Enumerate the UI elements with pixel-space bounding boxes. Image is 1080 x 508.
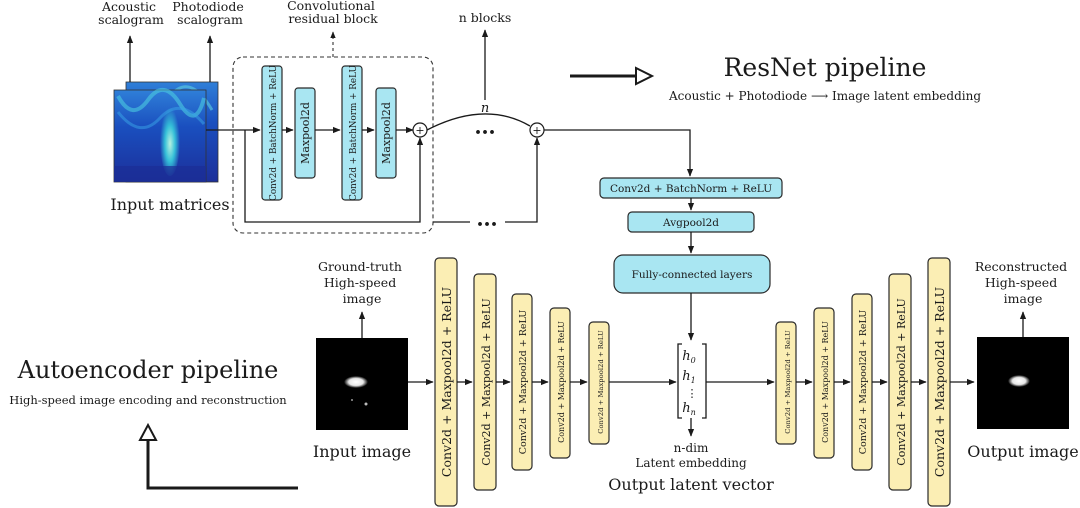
residual-add-node-2: + (529, 122, 545, 138)
svg-text:Conv2d + Maxpool2d + ReLU: Conv2d + Maxpool2d + ReLU (480, 298, 493, 465)
input-matrices-label: Input matrices (110, 195, 229, 214)
svg-text:Maxpool2d: Maxpool2d (380, 102, 393, 164)
decoder-layer-1: Conv2d + Maxpool2d + ReLU (775, 321, 797, 445)
encoder-layer-1: Conv2d + Maxpool2d + ReLU (434, 257, 458, 507)
svg-text:h1: h1 (682, 369, 695, 385)
svg-text:h0: h0 (682, 349, 695, 365)
output-latent-vector-label: Output latent vector (608, 475, 774, 494)
acoustic-scalogram-label: Acoustic scalogram (98, 0, 164, 27)
photodiode-scalogram-label: Photodiode scalogram (172, 0, 247, 27)
residual-pool-block-1: Maxpool2d (294, 87, 316, 179)
residual-conv-block-1: Conv2d + BatchNorm + ReLU (261, 65, 283, 201)
input-high-speed-image (316, 338, 408, 430)
head-fc-block: Fully-connected layers (613, 254, 771, 294)
decoder-layer-2: Conv2d + Maxpool2d + ReLU (813, 307, 835, 459)
svg-text:Conv2d + Maxpool2d + ReLU: Conv2d + Maxpool2d + ReLU (597, 330, 605, 434)
encoder-layer-5: Conv2d + Maxpool2d + ReLU (588, 321, 610, 445)
svg-text:Avgpool2d: Avgpool2d (662, 217, 719, 229)
residual-pool-block-2: Maxpool2d (375, 87, 397, 179)
autoencoder-subtitle: High-speed image encoding and reconstruc… (9, 393, 287, 407)
resnet-subtitle: Acoustic + Photodiode ⟶ Image latent emb… (668, 89, 981, 103)
acoustic-scalogram-image (113, 88, 207, 183)
svg-text:⋮: ⋮ (687, 387, 698, 400)
resnet-title: ResNet pipeline (724, 53, 927, 82)
ellipsis-top: ••• (474, 126, 495, 139)
svg-text:Conv2d + BatchNorm + ReLU: Conv2d + BatchNorm + ReLU (269, 65, 279, 201)
latent-embedding-label: Latent embedding (635, 456, 747, 470)
autoencoder-title: Autoencoder pipeline (17, 356, 279, 384)
svg-text:Fully-connected layers: Fully-connected layers (632, 269, 753, 281)
svg-text:Conv2d + Maxpool2d + ReLU: Conv2d + Maxpool2d + ReLU (932, 287, 947, 477)
ground-truth-label: Ground-truth High-speed image (318, 259, 406, 306)
svg-text:Conv2d + Maxpool2d + ReLU: Conv2d + Maxpool2d + ReLU (821, 321, 830, 443)
input-image-label: Input image (313, 442, 411, 461)
encoder-layer-3: Conv2d + Maxpool2d + ReLU (511, 293, 533, 471)
decoder-layer-5: Conv2d + Maxpool2d + ReLU (927, 257, 951, 507)
svg-text:+: + (415, 124, 424, 137)
ndim-label: n-dim (674, 441, 709, 455)
encoder-layer-2: Conv2d + Maxpool2d + ReLU (473, 273, 497, 491)
reconstructed-label: Reconstructed High-speed image (975, 259, 1071, 306)
svg-text:Conv2d + Maxpool2d + ReLU: Conv2d + Maxpool2d + ReLU (858, 310, 869, 455)
decoder-layer-4: Conv2d + Maxpool2d + ReLU (888, 273, 912, 491)
residual-add-node-1: + (412, 122, 428, 138)
svg-text:Conv2d + Maxpool2d + ReLU: Conv2d + Maxpool2d + ReLU (895, 298, 908, 465)
svg-text:Conv2d + Maxpool2d + ReLU: Conv2d + Maxpool2d + ReLU (518, 310, 529, 455)
svg-text:Conv2d + Maxpool2d + ReLU: Conv2d + Maxpool2d + ReLU (784, 330, 792, 434)
head-avgpool-block: Avgpool2d (627, 211, 755, 233)
svg-text:Conv2d + BatchNorm + ReLU: Conv2d + BatchNorm + ReLU (349, 65, 359, 201)
resnet-direction-arrow (570, 66, 655, 86)
residual-conv-block-2: Conv2d + BatchNorm + ReLU (341, 65, 363, 201)
autoencoder-direction-arrow (138, 422, 298, 490)
svg-text:Conv2d + Maxpool2d + ReLU: Conv2d + Maxpool2d + ReLU (439, 287, 454, 477)
svg-text:Conv2d + Maxpool2d + ReLU: Conv2d + Maxpool2d + ReLU (557, 321, 566, 443)
latent-vector: h0 h1 ⋮ hn (677, 343, 707, 419)
encoder-layer-4: Conv2d + Maxpool2d + ReLU (549, 307, 571, 459)
decoder-layer-3: Conv2d + Maxpool2d + ReLU (851, 293, 873, 471)
residual-block-border (232, 56, 434, 234)
n-blocks-label: n blocks (459, 10, 512, 25)
svg-text:Maxpool2d: Maxpool2d (299, 102, 312, 164)
svg-text:hn: hn (682, 401, 696, 417)
output-high-speed-image (977, 337, 1069, 429)
svg-text:+: + (532, 124, 541, 137)
output-image-label: Output image (967, 442, 1078, 461)
residual-block-label: Convolutional residual block (287, 0, 379, 26)
n-label: n (481, 101, 489, 116)
svg-text:Conv2d + BatchNorm + ReLU: Conv2d + BatchNorm + ReLU (610, 183, 772, 195)
ellipsis-bottom: ••• (476, 218, 497, 231)
head-conv-block: Conv2d + BatchNorm + ReLU (599, 177, 783, 199)
